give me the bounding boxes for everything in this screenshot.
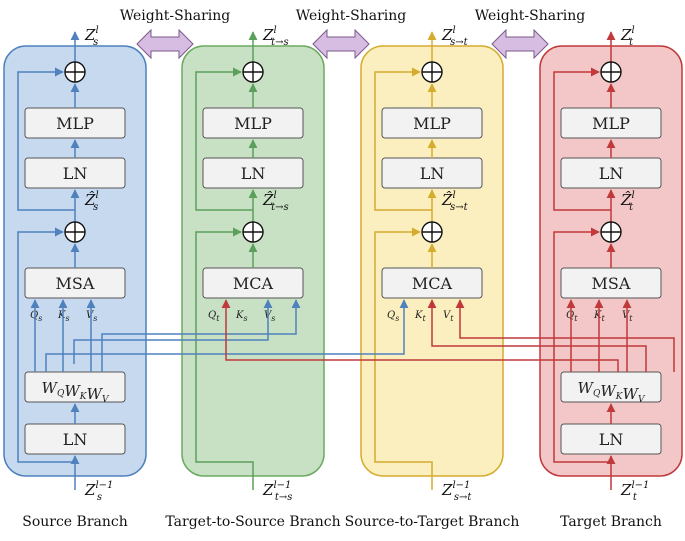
qkv-label-s2t-Q: Qs: [387, 310, 399, 323]
ln-upper-box-source-label: LN: [63, 164, 88, 183]
qkv-label-source-K: Ks: [57, 310, 70, 323]
mlp-box-source-label: MLP: [56, 114, 94, 133]
input-bypass-s2t: [374, 227, 433, 490]
weight-sharing-arrow-0: [136, 28, 194, 60]
wqkv-box-target: [560, 371, 662, 403]
mlp-box-t2s-label: MLP: [234, 114, 272, 133]
wqkv-text-target: WQWKWV: [578, 379, 646, 405]
qkv-label-s2t-V: Vt: [443, 310, 454, 323]
weight-sharing-label-2: Weight-Sharing: [475, 8, 585, 24]
attn-box-s2t-label: MCA: [412, 274, 453, 293]
cross-target-k-to-s2t: [427, 299, 647, 372]
ln-upper-box-target-label: LN: [599, 164, 624, 183]
qkv-label-t2s-K: Ks: [235, 310, 248, 323]
cross-source-q-to-s2t: [45, 299, 409, 372]
weight-sharing-arrow-1: [312, 28, 370, 60]
cross-source-k-to-t2s: [73, 299, 273, 364]
residual-upper-s2t: [374, 67, 432, 211]
ln-lower-box-target-label: LN: [599, 430, 624, 449]
attn-box-t2s-label: MCA: [233, 274, 274, 293]
residual-upper-source: [17, 67, 75, 211]
qkv-label-t2s-Q: Qt: [208, 310, 220, 323]
cross-target-q-to-t2s: [221, 299, 619, 372]
attn-box-source-label: MSA: [56, 274, 95, 293]
ln-upper-box-s2t-label: LN: [420, 164, 445, 183]
ln-lower-box-source-label: LN: [63, 430, 88, 449]
residual-upper-target: [553, 67, 611, 211]
weight-sharing-arrow-2: [491, 28, 549, 60]
branch-name-target: Target Branch: [560, 514, 662, 530]
input-bypass-t2s: [195, 227, 254, 490]
cross-target-v-to-s2t: [455, 299, 675, 372]
ln-upper-box-t2s-label: LN: [241, 164, 266, 183]
wqkv-text-source: WQWKWV: [42, 379, 110, 405]
qkv-label-target-Q: Qt: [566, 310, 578, 323]
weight-sharing-label-1: Weight-Sharing: [296, 8, 406, 24]
qkv-label-target-K: Kt: [593, 310, 605, 323]
branch-name-source: Source Branch: [22, 514, 128, 530]
residual-lower-source: [17, 227, 75, 463]
qkv-label-s2t-K: Kt: [414, 310, 426, 323]
wqkv-box-source: [24, 371, 126, 403]
cross-source-v-to-t2s: [101, 299, 301, 372]
qkv-label-source-Q: Qs: [30, 310, 42, 323]
attn-box-target-label: MSA: [592, 274, 631, 293]
weight-sharing-label-0: Weight-Sharing: [120, 8, 230, 24]
mlp-box-s2t-label: MLP: [413, 114, 451, 133]
branch-name-t2s: Target-to-Source Branch: [165, 514, 340, 530]
residual-lower-target: [553, 227, 611, 463]
branch-name-s2t: Source-to-Target Branch: [345, 514, 520, 530]
mlp-box-target-label: MLP: [592, 114, 630, 133]
residual-upper-t2s: [195, 67, 253, 211]
